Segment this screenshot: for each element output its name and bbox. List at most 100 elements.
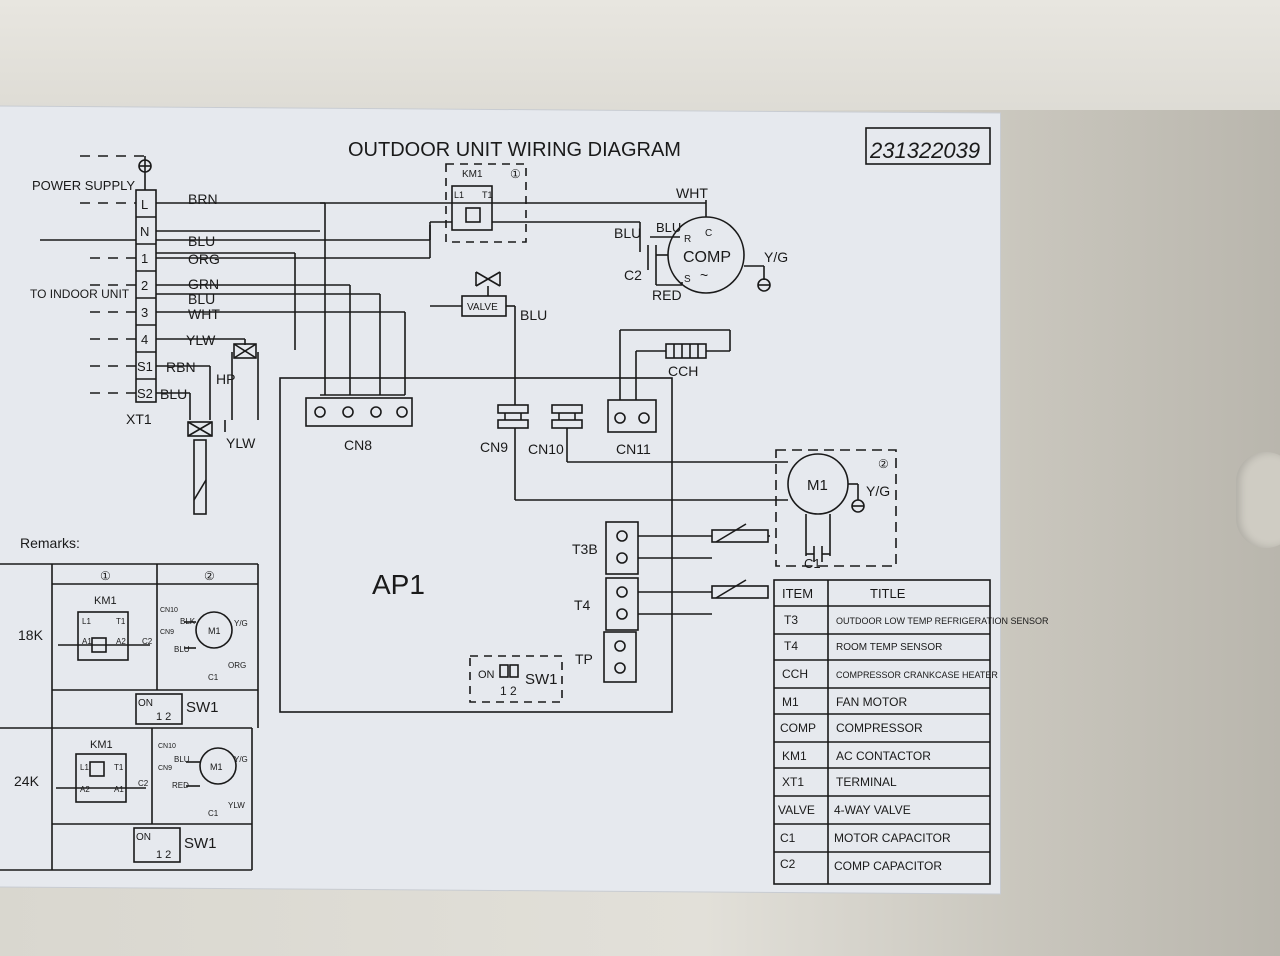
sensor-leads — [638, 523, 770, 615]
remarks-on-24k: ON — [136, 832, 151, 843]
remarks-pins-24k: 1 2 — [156, 849, 171, 861]
remarks-blk-18k: BLK — [180, 617, 196, 626]
remarks-cn10-18k: CN10 — [160, 607, 178, 614]
t3b-label: T3B — [572, 541, 598, 557]
legend-item-0: T3 — [784, 613, 798, 627]
legend-title-3: FAN MOTOR — [836, 695, 907, 709]
wire-ylw-hp: YLW — [226, 435, 256, 451]
fan-motor-m1 — [514, 428, 897, 567]
legend-title-7: 4-WAY VALVE — [834, 803, 911, 817]
compressor-label: COMP — [683, 249, 731, 266]
capacitor-c2-label: C2 — [624, 267, 642, 283]
wire-org: ORG — [188, 251, 220, 267]
connector-cn8 — [305, 397, 413, 427]
remarks-table — [0, 563, 259, 871]
part-number-box — [865, 127, 991, 165]
remarks-cn10-24k: CN10 — [158, 743, 176, 750]
wire-wht-comp: WHT — [676, 185, 708, 201]
km1-label: KM1 — [462, 169, 483, 180]
wire-yg-fan: Y/G — [866, 483, 890, 499]
legend-table — [773, 579, 991, 885]
hp-switch-label: HP — [216, 371, 235, 387]
four-way-valve — [430, 271, 516, 405]
terminal-2: 2 — [141, 278, 148, 293]
legend-header-item: ITEM — [782, 586, 813, 601]
legend-title-2: COMPRESSOR CRANKCASE HEATER — [836, 670, 998, 680]
remarks-red-24k: RED — [172, 781, 189, 790]
sw1-label: SW1 — [525, 671, 558, 688]
panel-latch — [1236, 452, 1280, 548]
cn10-label: CN10 — [528, 441, 564, 457]
crankcase-heater — [619, 329, 731, 400]
legend-title-4: COMPRESSOR — [836, 721, 923, 735]
cn8-label: CN8 — [344, 437, 372, 453]
remarks-c2-24k: C2 — [138, 779, 149, 788]
remarks-l1-18k: L1 — [82, 617, 91, 626]
sw1-on-label: ON — [478, 669, 495, 681]
remarks-m1-24k: M1 — [210, 762, 223, 772]
legend-title-9: COMP CAPACITOR — [834, 859, 942, 873]
wire-blu-comp-r: BLU — [656, 220, 681, 235]
remarks-a2-18k: A2 — [116, 637, 126, 646]
remarks-cn9-18k: CN9 — [160, 629, 174, 636]
terminal-s2: S2 — [137, 386, 153, 401]
wire-ylw: YLW — [186, 332, 216, 348]
terminal-l: L — [141, 197, 148, 212]
terminal-3: 3 — [141, 305, 148, 320]
legend-item-7: VALVE — [778, 803, 815, 817]
remarks-cn9-24k: CN9 — [158, 765, 172, 772]
wire-blu-n: BLU — [188, 233, 215, 249]
indoor-unit-label: TO INDOOR UNIT — [30, 287, 130, 301]
comp-terminal-r: R — [684, 234, 691, 245]
diagram-title: OUTDOOR UNIT WIRING DIAGRAM — [348, 139, 681, 161]
legend-item-4: COMP — [780, 721, 816, 735]
fan-circle-2: ② — [878, 457, 889, 471]
cn11-label: CN11 — [616, 441, 651, 457]
wire-blu-valve: BLU — [520, 307, 547, 323]
board-ap1-label: AP1 — [372, 569, 425, 600]
terminal-block-xt1 — [40, 155, 157, 403]
wire-red: RED — [652, 287, 682, 303]
remarks-sw1-24k: SW1 — [184, 835, 217, 852]
harness-wires — [156, 202, 431, 515]
t4-label: T4 — [574, 597, 591, 613]
km1-circle-1: ① — [510, 167, 521, 181]
main-board-ap1 — [279, 377, 673, 713]
legend-item-9: C2 — [780, 857, 796, 871]
part-number: 231322039 — [869, 138, 980, 163]
wire-wht: WHT — [188, 306, 220, 322]
compressor-ac-symbol: ~ — [700, 267, 708, 283]
remarks-model-18k: 18K — [18, 627, 44, 643]
km1-l1: L1 — [454, 190, 464, 200]
wire-blu-s2: BLU — [160, 386, 187, 402]
wire-brn: BRN — [188, 191, 218, 207]
remarks-l1-24k: L1 — [80, 763, 89, 772]
remarks-c1-18k: C1 — [208, 673, 219, 682]
remarks-km1-18k: KM1 — [94, 595, 117, 607]
remarks-blu-18k: BLU — [174, 645, 190, 654]
terminal-4: 4 — [141, 332, 148, 347]
terminal-block-name: XT1 — [126, 411, 152, 427]
comp-terminal-c: C — [705, 228, 712, 239]
valve-label: VALVE — [467, 302, 498, 313]
wire-blu-comp: BLU — [614, 225, 641, 241]
power-supply-label: POWER SUPPLY — [32, 178, 135, 193]
legend-title-8: MOTOR CAPACITOR — [834, 831, 951, 845]
remarks-t1-18k: T1 — [116, 617, 126, 626]
cn9-label: CN9 — [480, 439, 508, 455]
remarks-c1-24k: C1 — [208, 809, 219, 818]
cch-label: CCH — [668, 363, 698, 379]
remarks-c2-18k: C2 — [142, 637, 153, 646]
legend-item-6: XT1 — [782, 775, 804, 789]
terminal-n: N — [140, 224, 149, 239]
remarks-t1-24k: T1 — [114, 763, 124, 772]
comp-terminal-s: S — [684, 274, 691, 285]
panel-top-edge — [0, 0, 1280, 110]
terminal-s1: S1 — [137, 359, 153, 374]
legend-item-3: M1 — [782, 695, 799, 709]
remarks-a2-24k: A2 — [80, 785, 90, 794]
remarks-org-18k: ORG — [228, 661, 246, 670]
legend-item-2: CCH — [782, 667, 808, 681]
km1-t1: T1 — [482, 190, 493, 200]
